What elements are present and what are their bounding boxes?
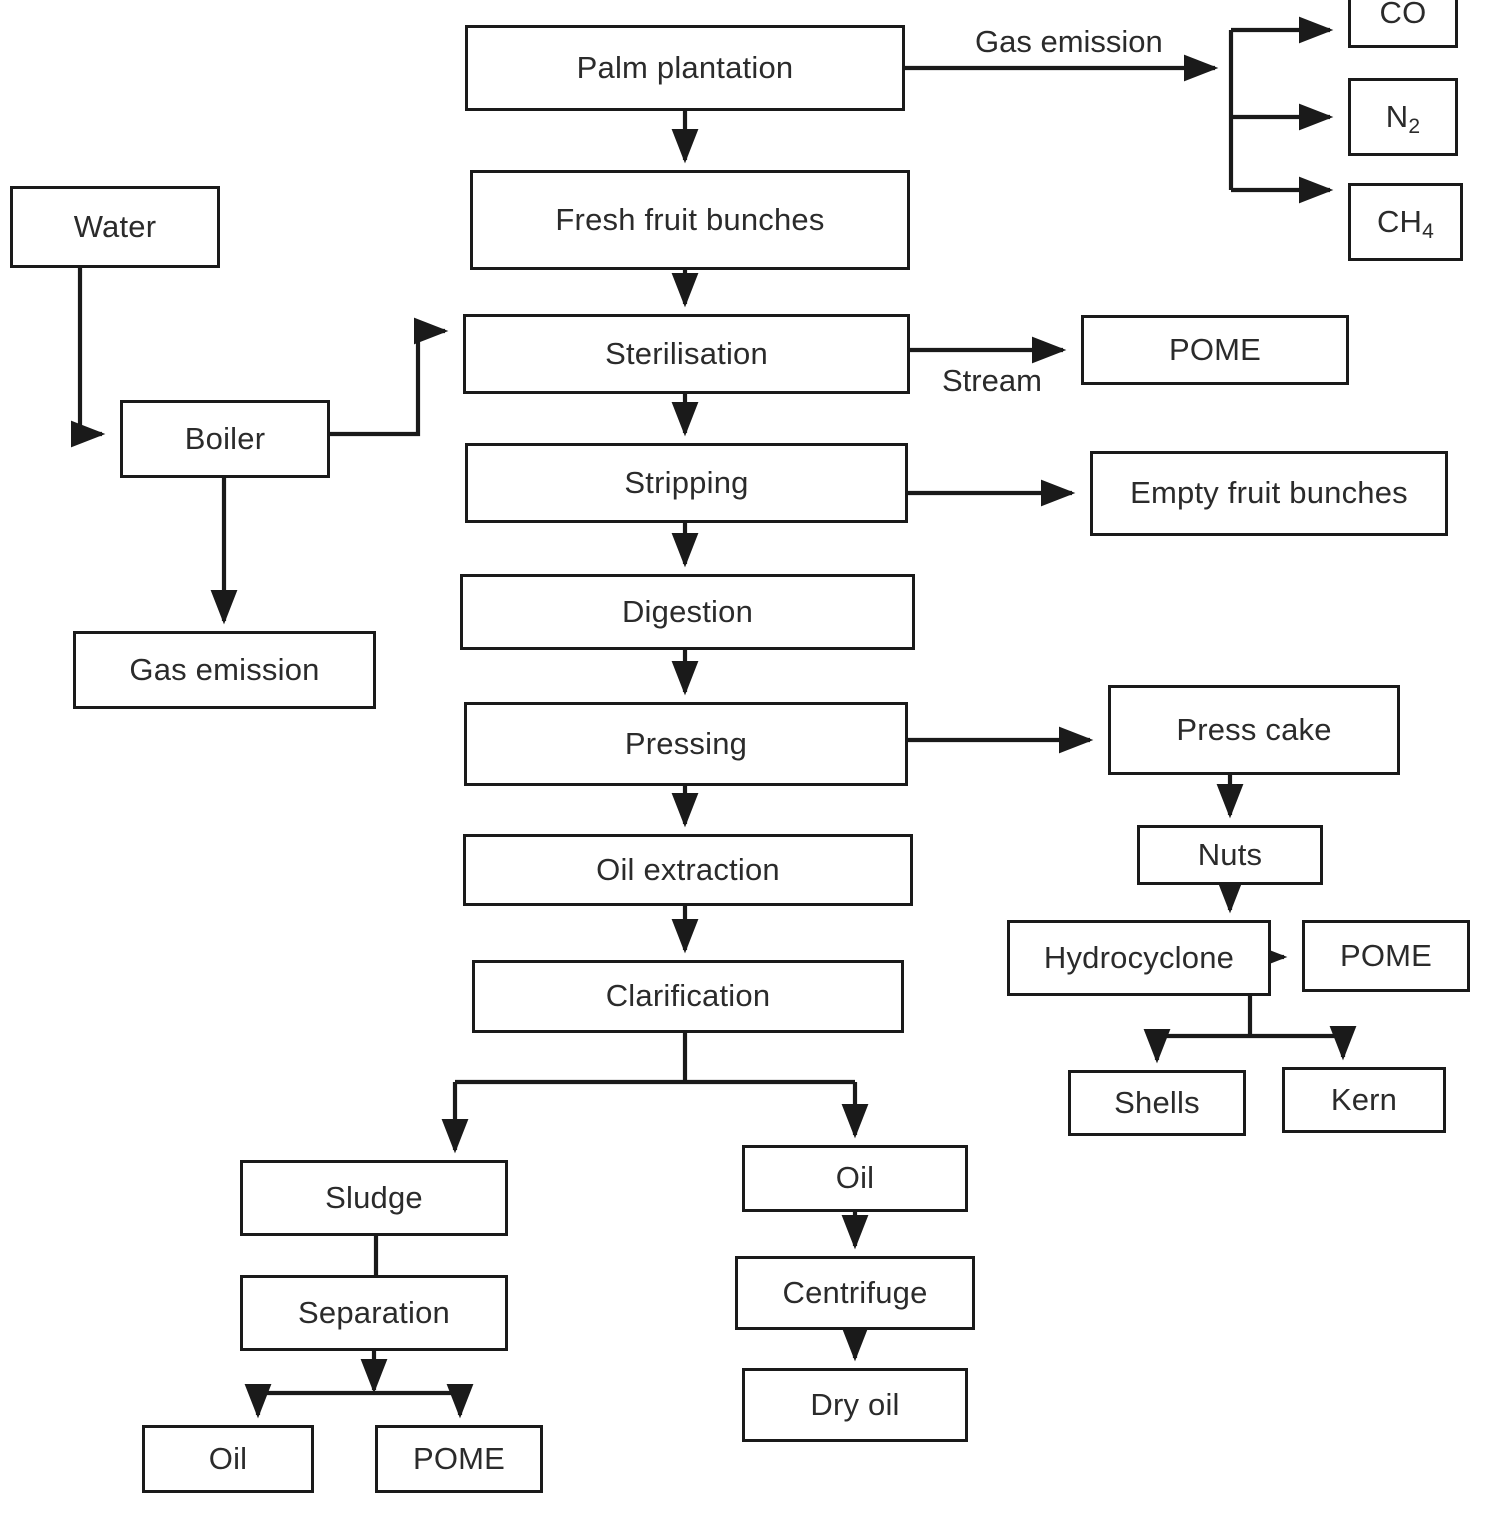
node-label: Fresh fruit bunches	[555, 201, 825, 237]
node-clarification[interactable]: Clarification	[472, 960, 904, 1033]
node-shells[interactable]: Shells	[1068, 1070, 1246, 1136]
node-label: Stripping	[624, 464, 749, 500]
node-label: Press cake	[1176, 711, 1332, 747]
node-label: Sterilisation	[605, 335, 768, 371]
node-gas-ch4[interactable]: CH4	[1348, 183, 1463, 261]
node-digestion[interactable]: Digestion	[460, 574, 915, 650]
node-hydrocyclone[interactable]: Hydrocyclone	[1007, 920, 1271, 996]
node-nuts[interactable]: Nuts	[1137, 825, 1323, 885]
node-label: Oil	[835, 1160, 875, 1196]
node-label: Dry oil	[810, 1386, 900, 1422]
node-stripping[interactable]: Stripping	[465, 443, 908, 523]
node-label: Sludge	[325, 1179, 423, 1215]
node-label: Water	[73, 208, 157, 244]
node-boiler[interactable]: Boiler	[120, 400, 330, 478]
node-pressing[interactable]: Pressing	[464, 702, 908, 786]
node-label: Clarification	[605, 978, 771, 1014]
node-kern[interactable]: Kern	[1282, 1067, 1446, 1133]
node-centrifuge[interactable]: Centrifuge	[735, 1256, 975, 1330]
node-label: POME	[1339, 937, 1433, 973]
node-label: Digestion	[621, 593, 754, 629]
node-oil-extraction[interactable]: Oil extraction	[463, 834, 913, 906]
node-separation[interactable]: Separation	[240, 1275, 508, 1351]
node-pome-hydrocyclone[interactable]: POME	[1302, 920, 1470, 992]
node-pome-steam[interactable]: POME	[1081, 315, 1349, 385]
node-label: CO	[1379, 0, 1427, 30]
node-label: Oil	[208, 1440, 248, 1476]
node-press-cake[interactable]: Press cake	[1108, 685, 1400, 775]
node-label: Kern	[1330, 1081, 1398, 1117]
node-pome-separated[interactable]: POME	[375, 1425, 543, 1493]
node-sterilisation[interactable]: Sterilisation	[463, 314, 910, 394]
edge-water-to-boiler	[70, 268, 106, 448]
node-palm-plantation[interactable]: Palm plantation	[465, 25, 905, 111]
node-label: POME	[412, 1440, 506, 1476]
node-fresh-fruit-bunches[interactable]: Fresh fruit bunches	[470, 170, 910, 270]
node-label: Shells	[1114, 1084, 1200, 1120]
node-label: POME	[1168, 331, 1262, 367]
node-label: Oil extraction	[596, 851, 780, 887]
node-label: Hydrocyclone	[1043, 939, 1235, 975]
node-label: CH4	[1376, 203, 1435, 243]
node-oil-separated[interactable]: Oil	[142, 1425, 314, 1493]
node-water[interactable]: Water	[10, 186, 220, 268]
node-gas-n2[interactable]: N2	[1348, 78, 1458, 156]
node-label: Empty fruit bunches	[1130, 475, 1408, 511]
node-gas-co[interactable]: CO	[1348, 0, 1458, 48]
node-sludge[interactable]: Sludge	[240, 1160, 508, 1236]
node-label: N2	[1385, 98, 1421, 138]
node-label: Separation	[298, 1294, 450, 1330]
edge-label-stream: Stream	[942, 363, 1042, 398]
node-label: Nuts	[1197, 836, 1263, 872]
node-label: Palm plantation	[576, 49, 794, 85]
node-empty-fruit-bunches[interactable]: Empty fruit bunches	[1090, 451, 1448, 536]
node-label: Pressing	[624, 725, 748, 761]
node-label: Boiler	[184, 420, 266, 456]
node-gas-emission-boiler[interactable]: Gas emission	[73, 631, 376, 709]
node-oil-clarified[interactable]: Oil	[742, 1145, 968, 1212]
edge-boiler-to-sterilisation	[330, 317, 449, 437]
node-label: Gas emission	[129, 651, 320, 687]
node-dry-oil[interactable]: Dry oil	[742, 1368, 968, 1442]
node-label: Centrifuge	[782, 1274, 928, 1310]
edge-label-gas-emission: Gas emission	[975, 24, 1163, 59]
